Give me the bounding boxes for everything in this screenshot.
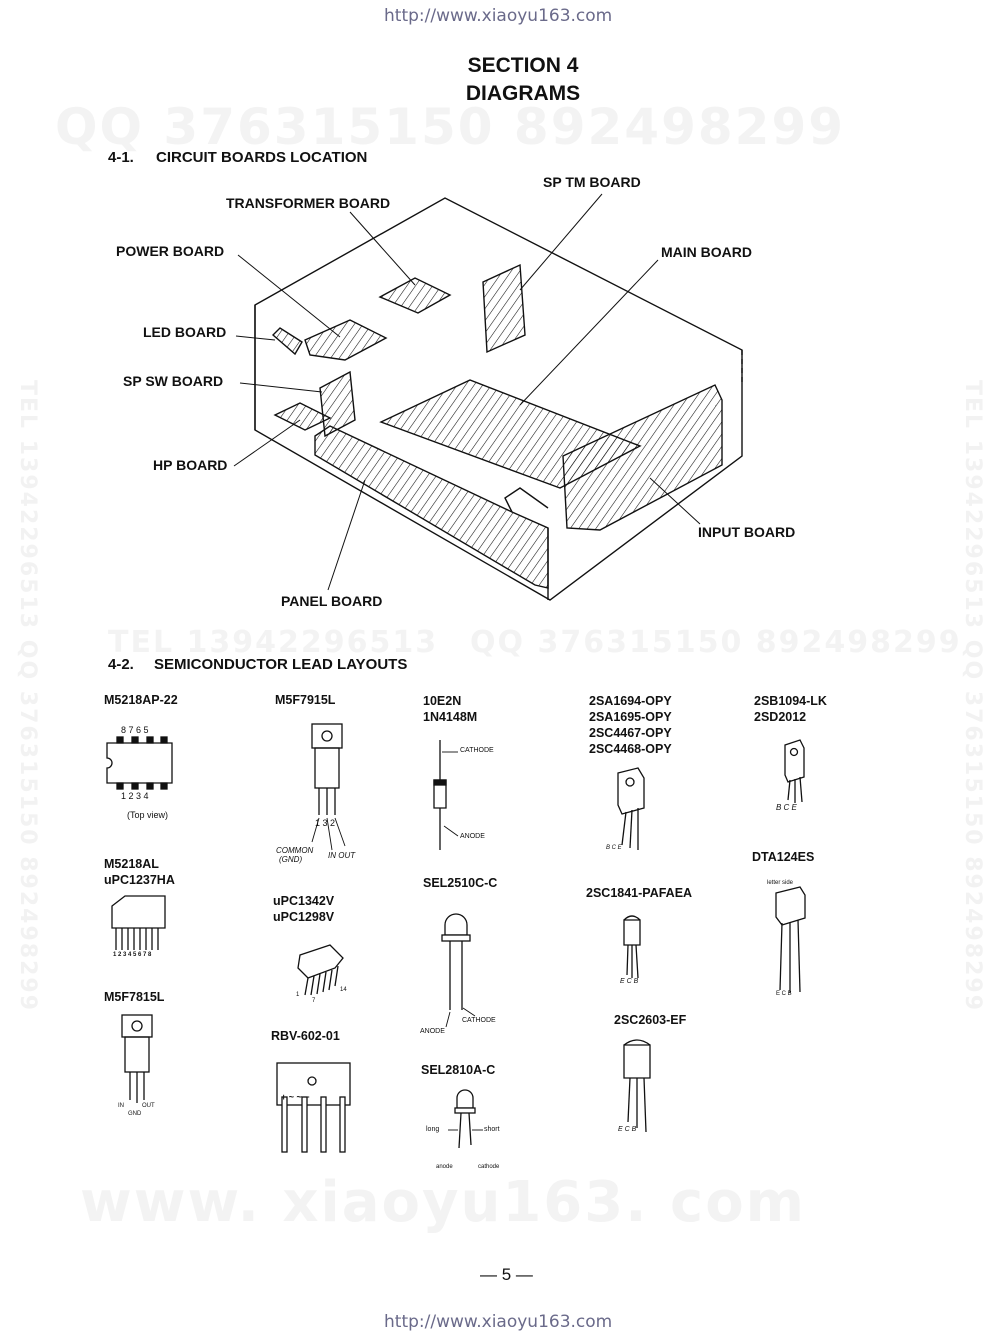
zip-pin-1: 1 — [296, 992, 300, 998]
anode-label-sel2810: anode — [436, 1164, 453, 1170]
part-rbv-602-01: RBV-602-01 — [271, 1029, 340, 1043]
section-subtitle: DIAGRAMS — [465, 82, 581, 105]
part-2sc4467-opy: 2SC4467-OPY — [589, 726, 672, 740]
footer-url[interactable]: http://www.xiaoyu163.com — [384, 1312, 613, 1332]
power-board-shape — [304, 319, 388, 361]
to220-m5f7815l — [121, 1014, 153, 1103]
watermark-site: www. xiaoyu163. com — [80, 1170, 807, 1235]
led-sel2510 — [441, 913, 476, 1028]
section-title: SECTION 4 — [467, 54, 579, 77]
top-view-note: (Top view) — [127, 810, 169, 820]
transistor-2sa1694 — [617, 767, 645, 850]
part-sel2810a-c: SEL2810A-C — [421, 1063, 496, 1077]
gnd-label: (GND) — [279, 855, 303, 864]
to220-m5f7915l — [311, 723, 346, 851]
part-m5218ap-22: M5218AP-22 — [104, 693, 178, 707]
transformer-board-shape — [378, 277, 452, 314]
out-label: OUT — [142, 1103, 155, 1109]
watermark-qq-top: QQ 376315150 892498299 — [55, 98, 846, 156]
pin-label-bce-2sa: B C E — [606, 845, 622, 851]
part-dta124es: DTA124ES — [752, 850, 815, 864]
part-2sc2603-ef: 2SC2603-EF — [614, 1013, 687, 1027]
header-url[interactable]: http://www.xiaoyu163.com — [384, 6, 613, 26]
short-lead-label: short — [484, 1126, 500, 1133]
part-1n4148m: 1N4148M — [423, 710, 478, 724]
watermark-tel-mid: TEL 13942296513 — [108, 625, 439, 660]
dip8-package — [106, 736, 173, 790]
dip-pins-bottom: 1 2 3 4 — [121, 791, 149, 801]
part-upc1298v: uPC1298V — [273, 910, 335, 924]
bridge-rectifier — [276, 1062, 351, 1153]
zip-pin-7: 7 — [312, 998, 316, 1004]
input-board-shape — [562, 384, 723, 531]
part-2sc1841-pafaea: 2SC1841-PAFAEA — [586, 886, 693, 900]
label-panel-board: PANEL BOARD — [281, 593, 383, 609]
label-led-board: LED BOARD — [143, 324, 227, 340]
led-sel2810 — [448, 1089, 483, 1149]
anode-label-led: ANODE — [420, 1028, 445, 1035]
anode-label: ANODE — [460, 833, 485, 840]
transistor-2sc1841 — [623, 915, 641, 979]
gnd-label-7815: GND — [128, 1111, 142, 1117]
part-2sb1094-lk: 2SB1094-LK — [754, 694, 827, 708]
dip-pins-top: 8 7 6 5 — [121, 725, 149, 735]
page-number: — 5 — — [480, 1265, 533, 1284]
common-label: COMMON — [276, 846, 314, 855]
in-label: IN — [118, 1103, 124, 1109]
sip-pin-numbers: 1 2 3 4 5 6 7 8 — [113, 952, 152, 958]
watermark-qq-mid: QQ 376315150 892498299 — [470, 625, 962, 660]
pin-label-ecb-dta124: E C B — [776, 991, 792, 997]
pin-label-ecb-2sc1841: E C B — [620, 978, 639, 985]
label-hp-board: HP BOARD — [153, 457, 228, 473]
label-power-board: POWER BOARD — [116, 243, 225, 259]
part-m5f7915l: M5F7915L — [275, 693, 336, 707]
transistor-2sc2603 — [623, 1039, 651, 1133]
to220-pin-numbers: 1 3 2 — [315, 818, 336, 828]
long-lead-label: long — [426, 1126, 440, 1133]
bridge-pin-marks: + ~ ~ − — [281, 1092, 310, 1102]
in-out-label: IN OUT — [328, 851, 356, 860]
zip-package — [297, 944, 344, 996]
sp-sw-board-shape — [319, 370, 356, 438]
part-upc1342v: uPC1342V — [273, 894, 335, 908]
transistor-2sb1094 — [784, 739, 805, 803]
label-sp-sw-board: SP SW BOARD — [123, 373, 224, 389]
part-2sd2012: 2SD2012 — [754, 710, 807, 724]
sp-tm-board-shape — [482, 263, 526, 354]
led-board-shape — [271, 327, 303, 356]
cathode-label: CATHODE — [460, 747, 494, 754]
panel-board-shape — [314, 425, 549, 589]
sec1-title: CIRCUIT BOARDS LOCATION — [156, 149, 368, 166]
part-upc1237ha: uPC1237HA — [104, 873, 175, 887]
part-10e2n: 10E2N — [423, 694, 462, 708]
part-2sa1695-opy: 2SA1695-OPY — [589, 710, 672, 724]
part-2sa1694-opy: 2SA1694-OPY — [589, 694, 672, 708]
sec2-number: 4-2. — [108, 656, 134, 673]
part-m5218al: M5218AL — [104, 857, 159, 871]
label-input-board: INPUT BOARD — [698, 524, 796, 540]
sec2-title: SEMICONDUCTOR LEAD LAYOUTS — [154, 656, 408, 673]
part-sel2510c-c: SEL2510C-C — [423, 876, 498, 890]
label-transformer-board: TRANSFORMER BOARD — [226, 195, 391, 211]
pin-label-ecb-2sc2603: E C B — [618, 1126, 637, 1133]
zip-pin-14: 14 — [340, 987, 347, 993]
label-sp-tm-board: SP TM BOARD — [543, 174, 641, 190]
diode-axial — [433, 740, 459, 850]
pin-label-bce-2sb: B C E — [776, 803, 797, 812]
cathode-label-led: CATHODE — [462, 1017, 496, 1024]
label-main-board: MAIN BOARD — [661, 244, 752, 260]
sip8-package — [111, 895, 166, 950]
part-2sc4468-opy: 2SC4468-OPY — [589, 742, 672, 756]
sec1-number: 4-1. — [108, 149, 134, 166]
cathode-label-sel2810: cathode — [478, 1164, 500, 1170]
part-m5f7815l: M5F7815L — [104, 990, 165, 1004]
letter-side-label: letter side — [767, 880, 794, 886]
transistor-dta124es — [775, 886, 806, 993]
